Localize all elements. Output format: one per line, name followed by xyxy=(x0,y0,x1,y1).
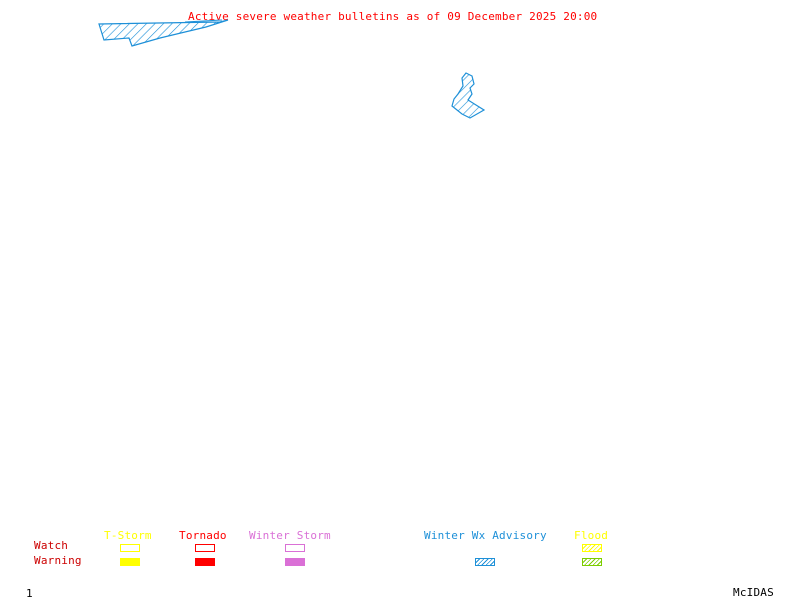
legend-winter-storm-label: Winter Storm xyxy=(249,529,331,542)
legend-tstorm-warning-swatch xyxy=(120,558,140,566)
legend-tstorm-watch-swatch xyxy=(120,544,140,552)
legend-winter-wx-advisory-swatch xyxy=(475,558,495,566)
legend-tstorm-label: T-Storm xyxy=(104,529,152,542)
winter-wx-advisory-area-north-west xyxy=(98,19,229,47)
frame-number: 1 xyxy=(26,587,33,600)
app-name-label: McIDAS xyxy=(733,586,774,599)
winter-wx-advisory-area-great-lakes xyxy=(451,72,486,119)
legend-flood-warning-swatch xyxy=(582,558,602,566)
bulletin-title: Active severe weather bulletins as of 09… xyxy=(188,10,598,23)
weather-map xyxy=(98,19,486,119)
legend-winter-storm-warning-swatch xyxy=(285,558,305,566)
legend-watch-label: Watch xyxy=(34,539,69,552)
legend-tornado-warning-swatch xyxy=(195,558,215,566)
legend-warning-label: Warning xyxy=(34,554,82,567)
legend-winter-wx-advisory-label: Winter Wx Advisory xyxy=(424,529,547,542)
legend-tornado-label: Tornado xyxy=(179,529,227,542)
legend-tornado-watch-swatch xyxy=(195,544,215,552)
legend-flood-watch-swatch xyxy=(582,544,602,552)
legend-flood-label: Flood xyxy=(574,529,609,542)
legend-winter-storm-watch-swatch xyxy=(285,544,305,552)
